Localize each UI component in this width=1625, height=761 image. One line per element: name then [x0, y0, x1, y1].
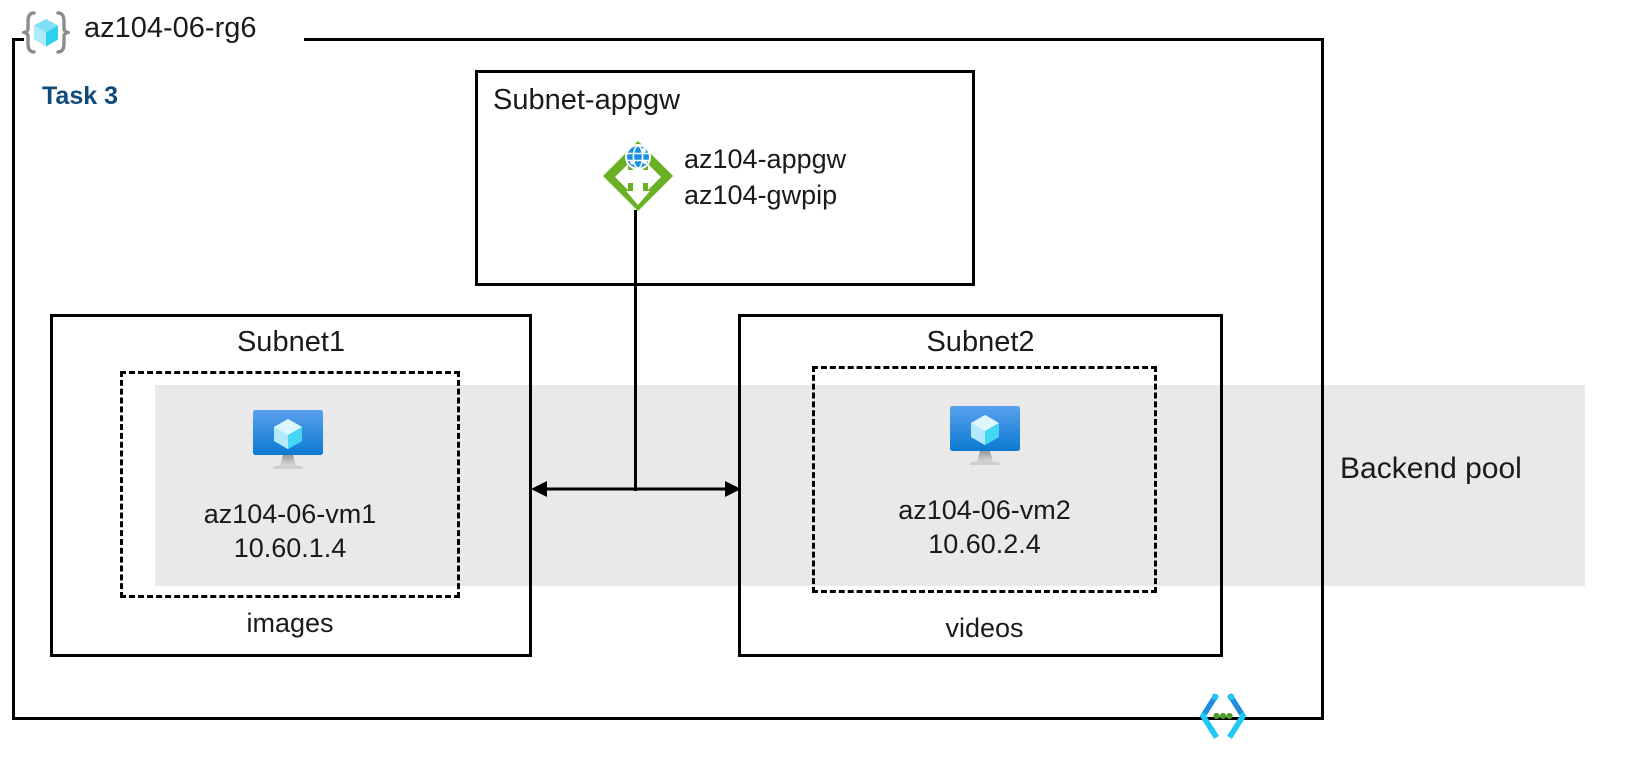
- appgw-name: az104-appgw: [684, 144, 847, 174]
- subnet2-app-label: videos: [945, 613, 1024, 643]
- resource-group-frame: [12, 38, 1324, 720]
- vm2-ip: 10.60.2.4: [928, 528, 1041, 559]
- subnet-connector-arrow: [531, 471, 741, 507]
- virtual-machine-icon: [249, 408, 327, 470]
- appgw-resource-names: az104-appgw az104-gwpip: [684, 142, 846, 213]
- vm1-name: az104-06-vm1: [203, 499, 377, 529]
- subnet-appgw-box: [475, 70, 975, 286]
- vm2-name: az104-06-vm2: [898, 495, 1071, 525]
- subnet2-dashed-boundary: [812, 366, 1157, 593]
- backend-pool-label: Backend pool: [1340, 452, 1522, 485]
- task-label: Task 3: [42, 82, 118, 110]
- subnet1-dashed-boundary: [120, 371, 460, 598]
- subnet1-box: [50, 314, 532, 657]
- subnet2-box: [738, 314, 1223, 657]
- resource-group-cube-icon: [19, 9, 73, 57]
- vm1-info: az104-06-vm1 10.60.1.4: [120, 498, 460, 566]
- code-brackets-icon: [1197, 693, 1249, 739]
- application-gateway-icon: [598, 136, 678, 216]
- subnet1-app-label: images: [246, 608, 334, 638]
- appgw-connector-line: [634, 210, 637, 491]
- vm2-info: az104-06-vm2 10.60.2.4: [812, 494, 1157, 562]
- backend-pool-band: [155, 385, 1585, 586]
- resource-group-title: az104-06-rg6: [84, 12, 257, 44]
- subnet-appgw-title: Subnet-appgw: [493, 84, 681, 116]
- subnet2-title: Subnet2: [926, 326, 1035, 358]
- virtual-machine-icon: [946, 404, 1024, 466]
- subnet1-title: Subnet1: [236, 326, 346, 358]
- gwpip-name: az104-gwpip: [684, 179, 838, 210]
- vm1-ip: 10.60.1.4: [233, 532, 347, 563]
- resource-group-header-mask: [24, 20, 304, 60]
